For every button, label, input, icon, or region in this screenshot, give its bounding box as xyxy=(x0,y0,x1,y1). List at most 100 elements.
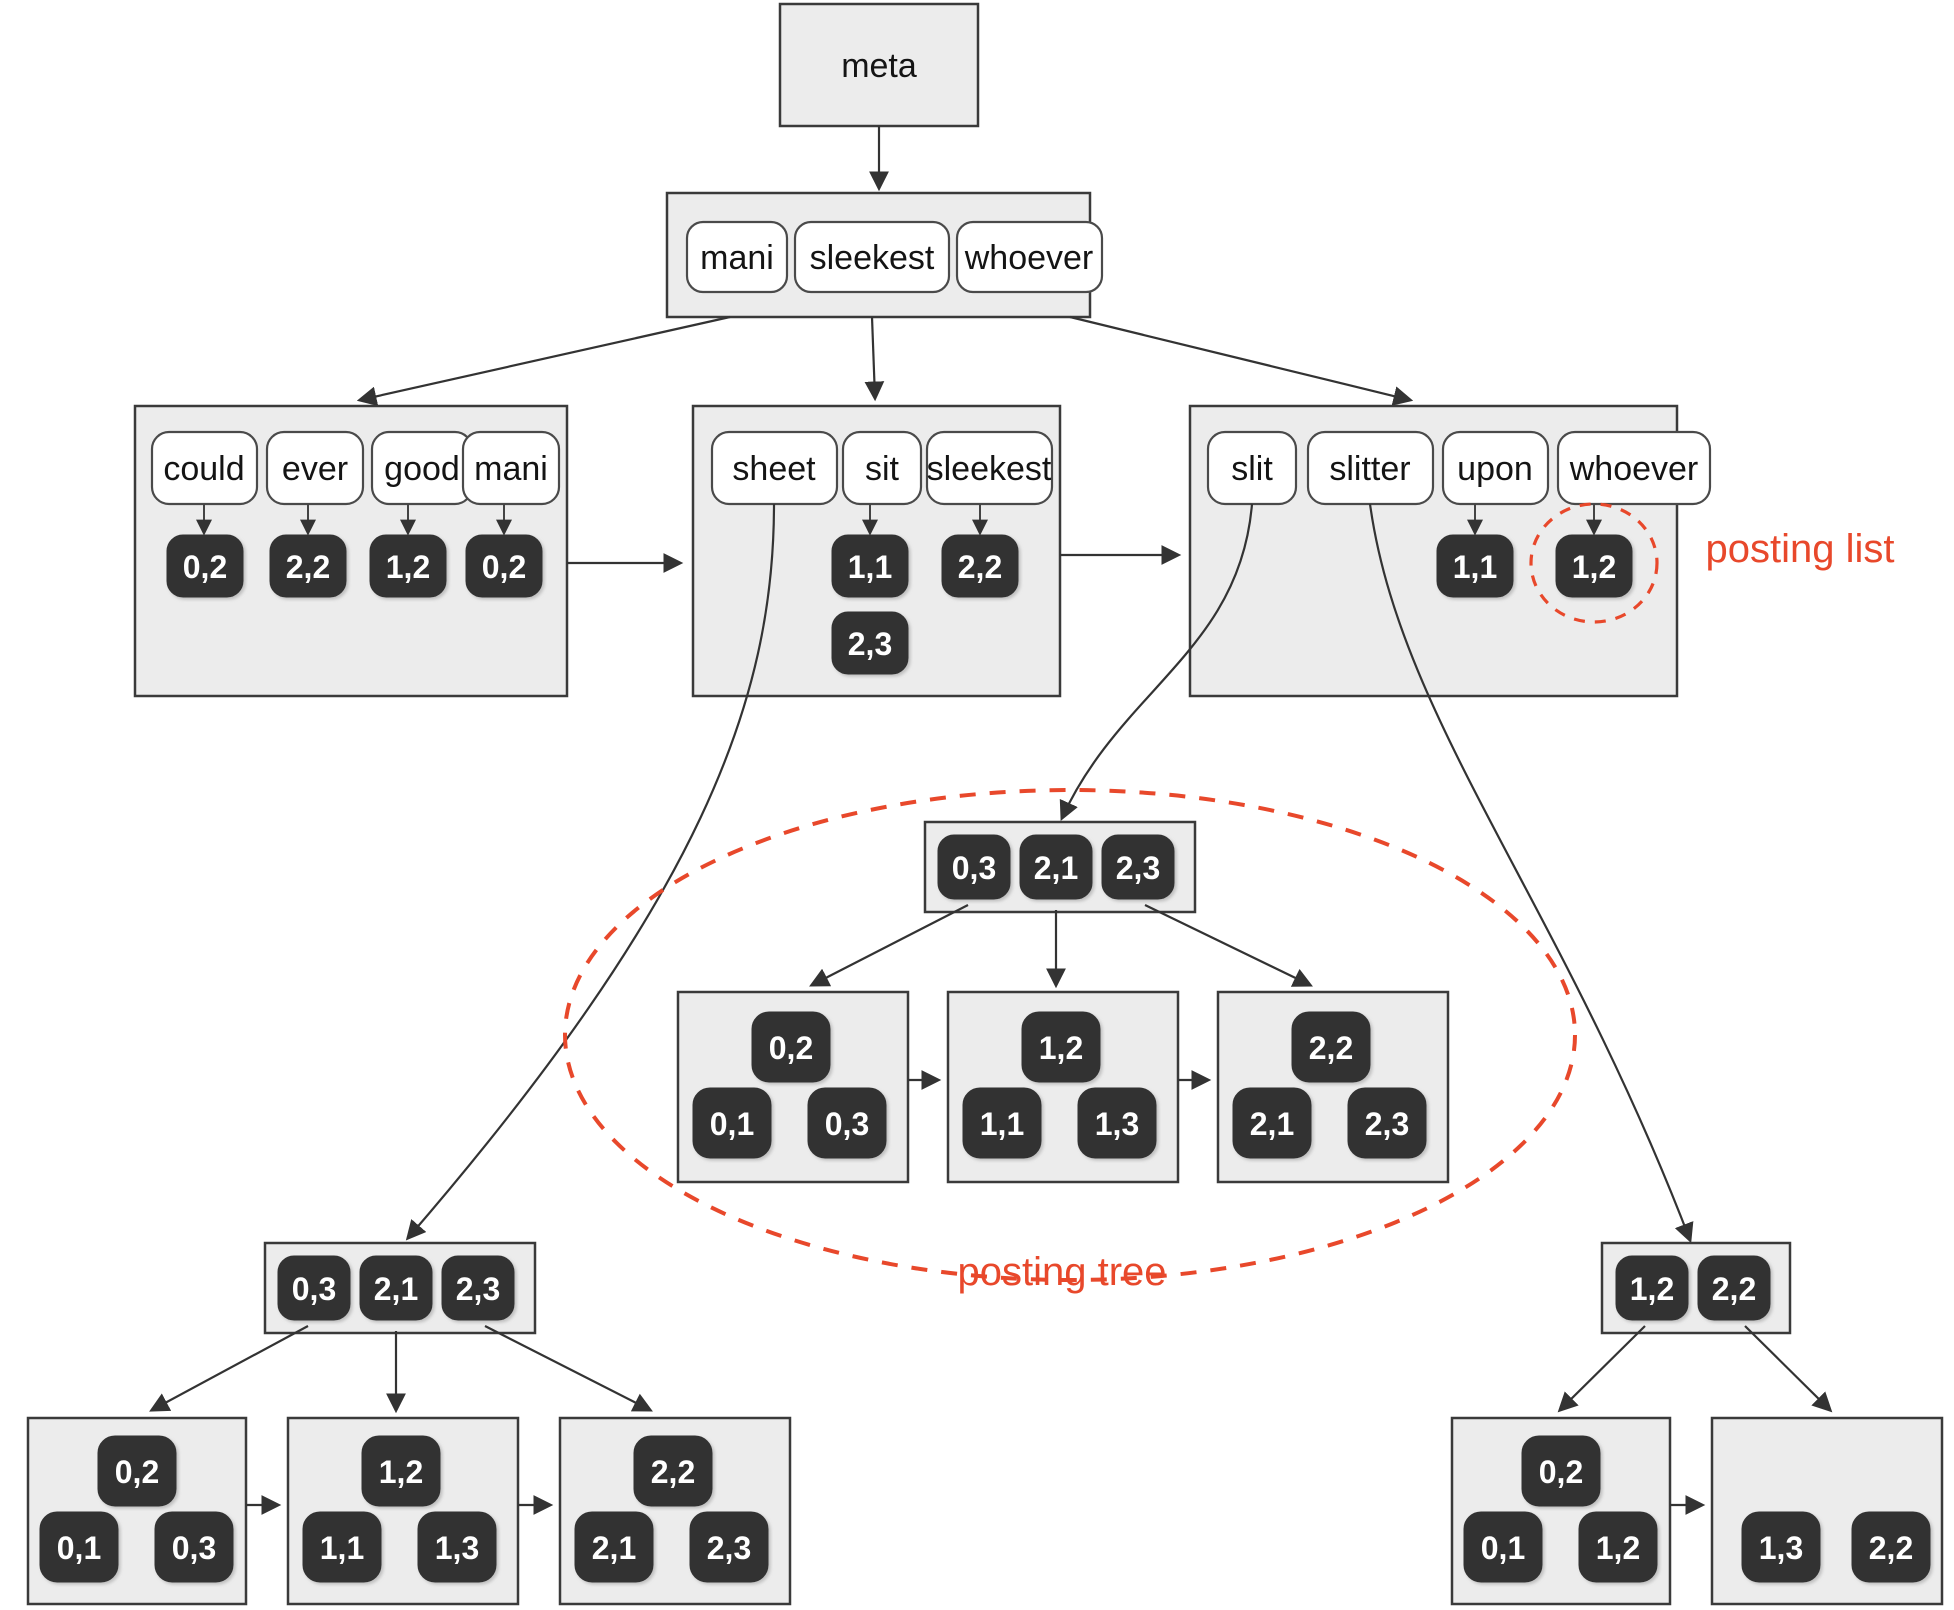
posting-chip xyxy=(1555,534,1633,598)
posting-chip xyxy=(1851,1511,1931,1583)
posting-label: 1,1 xyxy=(848,549,892,585)
posting-label: 1,2 xyxy=(1596,1530,1640,1566)
posting-label: 2,2 xyxy=(651,1454,695,1490)
posting-tree-right-leaf-1[interactable]: 1,3 2,2 xyxy=(1710,1416,1944,1606)
leaf-term-upon[interactable]: upon 1,1 xyxy=(1436,430,1550,598)
posting-tree-center-leaf-2[interactable]: 2,2 2,1 2,3 xyxy=(1216,990,1450,1184)
posting-chip xyxy=(1741,1511,1821,1583)
posting-chip xyxy=(361,1435,441,1507)
term-chip xyxy=(461,430,561,506)
posting-list-annotation-label: posting list xyxy=(1706,527,1895,571)
posting-tree-left-leaf-2[interactable]: 2,2 2,1 2,3 xyxy=(558,1416,792,1606)
root-node[interactable]: mani sleekest whoever xyxy=(665,191,1104,319)
term-chip xyxy=(841,430,923,506)
posting-chip xyxy=(937,834,1011,900)
leaf-node-middle[interactable]: sheet sit 1,1 2,3 sleekest 2,2 xyxy=(691,404,1062,698)
term-label: sleekest xyxy=(927,450,1052,488)
posting-label: 1,1 xyxy=(1453,549,1497,585)
posting-chip xyxy=(1521,1435,1601,1507)
leaf-term-sleekest[interactable]: sleekest 2,2 xyxy=(925,430,1054,598)
posting-tree-center-root[interactable]: 0,3 2,1 2,3 xyxy=(923,820,1197,914)
meta-node-label: meta xyxy=(841,47,917,85)
edge-slit-to-posting-tree-center xyxy=(1059,503,1254,822)
posting-label: 2,1 xyxy=(592,1530,636,1566)
posting-label: 0,1 xyxy=(57,1530,101,1566)
leaf-term-sit[interactable]: sit 1,1 2,3 xyxy=(831,430,923,675)
posting-label: 2,3 xyxy=(707,1530,751,1566)
posting-label: 1,1 xyxy=(320,1530,364,1566)
posting-chip xyxy=(269,534,347,598)
posting-chip xyxy=(97,1435,177,1507)
leaf-term-slitter[interactable]: slitter xyxy=(1306,430,1435,506)
posting-label: 2,2 xyxy=(1309,1030,1353,1066)
posting-label: 2,2 xyxy=(1869,1530,1913,1566)
posting-chip xyxy=(277,1255,351,1321)
posting-chip xyxy=(359,1255,433,1321)
term-label: good xyxy=(384,450,460,488)
posting-chip xyxy=(831,534,909,598)
posting-chip xyxy=(1463,1511,1543,1583)
term-chip xyxy=(1441,430,1550,506)
posting-label: 0,2 xyxy=(1539,1454,1583,1490)
term-label: whoever xyxy=(964,239,1094,277)
posting-label: 2,1 xyxy=(1034,850,1078,886)
posting-label: 1,3 xyxy=(1759,1530,1803,1566)
posting-label: 0,2 xyxy=(183,549,227,585)
posting-chip xyxy=(1101,834,1175,900)
posting-chip xyxy=(941,534,1019,598)
leaf-node-left[interactable]: could 0,2 ever 2,2 good 1,2 mani 0,2 xyxy=(133,404,569,698)
leaf-term-slit[interactable]: slit xyxy=(1206,430,1298,506)
term-chip xyxy=(793,220,951,294)
term-label: mani xyxy=(700,239,774,277)
edge-root-to-leaf-right xyxy=(1069,315,1414,406)
edge-right-root-to-leaf-0 xyxy=(1557,1325,1646,1413)
posting-tree-highlight xyxy=(563,788,1577,1282)
posting-tree-right-root[interactable]: 1,2 2,2 xyxy=(1600,1241,1792,1335)
term-label: upon xyxy=(1457,450,1533,488)
posting-label: 1,2 xyxy=(1039,1030,1083,1066)
posting-tree-center-leaf-0[interactable]: 0,2 0,1 0,3 xyxy=(676,990,910,1184)
root-term-sleekest[interactable]: sleekest xyxy=(793,220,951,294)
posting-label: 0,1 xyxy=(710,1106,754,1142)
posting-label: 1,2 xyxy=(1630,1271,1674,1307)
posting-chip-extra xyxy=(831,611,909,675)
posting-label: 1,3 xyxy=(1095,1106,1139,1142)
posting-tree-left-leaf-1[interactable]: 1,2 1,1 1,3 xyxy=(286,1416,520,1606)
leaf-node-right[interactable]: slit slitter upon 1,1 whoever 1,2 xyxy=(1188,404,1712,698)
leaf-term-mani[interactable]: mani 0,2 xyxy=(461,430,561,598)
posting-chip xyxy=(166,534,244,598)
root-term-mani[interactable]: mani xyxy=(685,220,789,294)
term-label: mani xyxy=(474,450,548,488)
leaf-term-ever[interactable]: ever 2,2 xyxy=(265,430,365,598)
term-label: sleekest xyxy=(810,239,935,277)
term-label: slit xyxy=(1231,450,1273,488)
posting-tree-left-root[interactable]: 0,3 2,1 2,3 xyxy=(263,1241,537,1335)
term-label: sit xyxy=(865,450,900,488)
posting-label: 2,2 xyxy=(1712,1271,1756,1307)
posting-tree-annotation-label: posting tree xyxy=(957,1250,1166,1294)
posting-label: 2,2 xyxy=(286,549,330,585)
posting-chip xyxy=(1021,1011,1101,1083)
posting-label: 1,2 xyxy=(1572,549,1616,585)
posting-chip xyxy=(465,534,543,598)
leaf-term-good[interactable]: good 1,2 xyxy=(369,430,474,598)
leaf-term-sheet[interactable]: sheet xyxy=(710,430,839,506)
edge-sheet-to-posting-tree-left xyxy=(405,503,776,1241)
posting-tree-right-leaf-0[interactable]: 0,2 0,1 1,2 xyxy=(1450,1416,1672,1606)
posting-chip xyxy=(962,1087,1042,1159)
posting-chip xyxy=(1578,1511,1658,1583)
posting-label: 2,3 xyxy=(1116,850,1160,886)
edge-root-to-leaf-middle xyxy=(864,316,885,402)
leaf-term-whoever[interactable]: whoever 1,2 xyxy=(1555,430,1712,598)
posting-label: 0,2 xyxy=(482,549,526,585)
meta-node[interactable]: meta xyxy=(778,2,980,128)
term-chip xyxy=(925,430,1054,506)
root-term-whoever[interactable]: whoever xyxy=(955,220,1104,294)
posting-tree-left-leaf-0[interactable]: 0,2 0,1 0,3 xyxy=(26,1416,248,1606)
leaf-term-could[interactable]: could 0,2 xyxy=(150,430,259,598)
edge-right-root-to-leaf-1 xyxy=(1744,1325,1833,1413)
term-label: could xyxy=(163,450,244,488)
posting-chip xyxy=(1077,1087,1157,1159)
posting-tree-center-leaf-1[interactable]: 1,2 1,1 1,3 xyxy=(946,990,1180,1184)
